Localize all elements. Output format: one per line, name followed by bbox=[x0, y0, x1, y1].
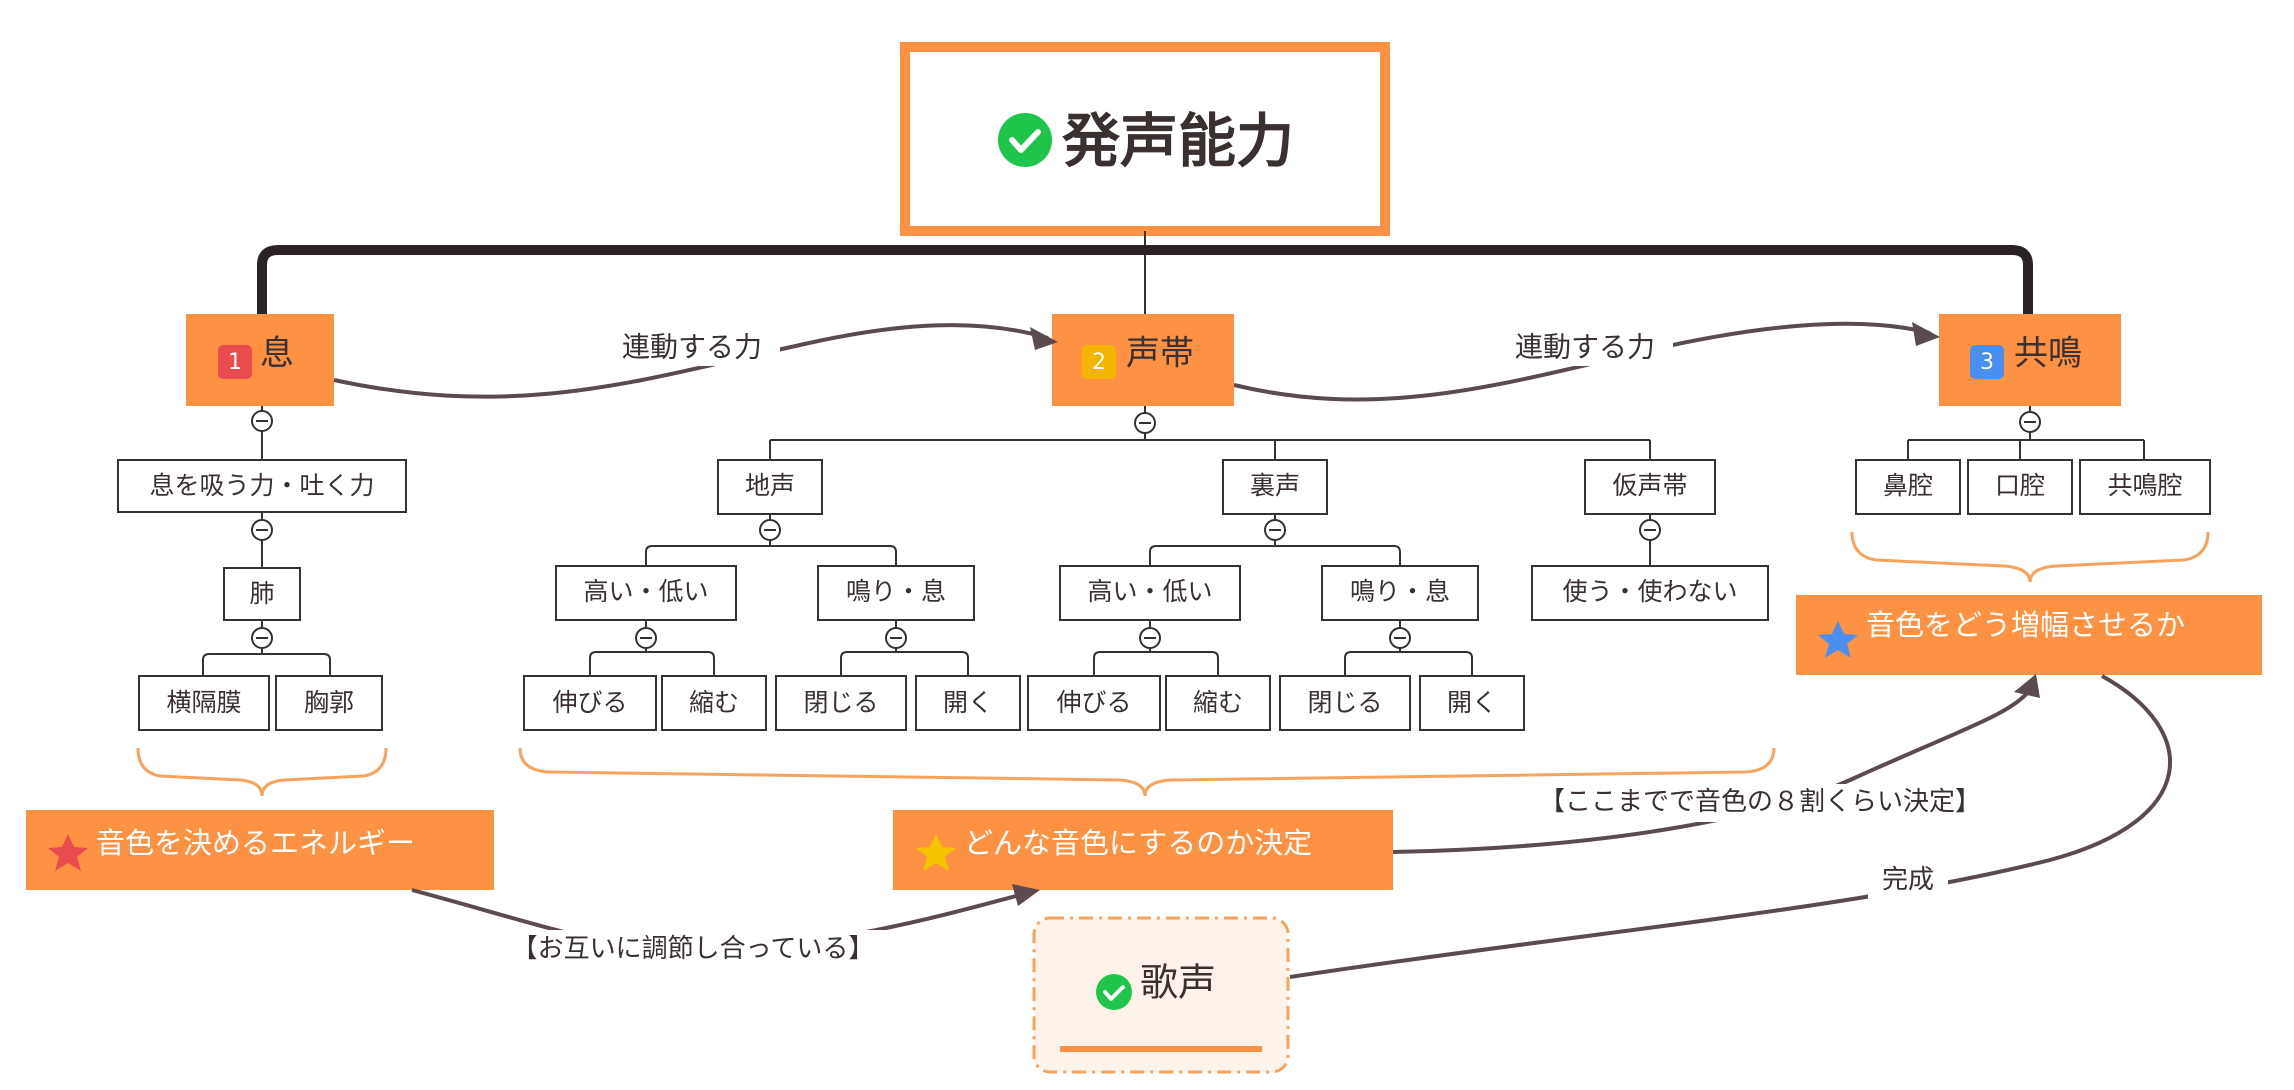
link-eighty-percent: 【ここまでで音色の８割くらい決定】 bbox=[1392, 674, 2040, 854]
badge-1-label: 1 bbox=[228, 350, 242, 375]
node-box bbox=[523, 675, 657, 731]
main-node-resonance[interactable]: 3 共鳴 bbox=[1939, 314, 2121, 406]
main-node-label: 声帯 bbox=[1126, 334, 1194, 374]
link-breath-vocal: 連動する力 bbox=[333, 323, 1058, 399]
resonance-child-label: 共鳴腔 bbox=[2107, 471, 2182, 500]
summary-label: 音色を決めるエネルギー bbox=[96, 826, 415, 860]
breath-child-label: 息を吸う力・吐く力 bbox=[149, 471, 374, 500]
badge-2-label: 2 bbox=[1092, 350, 1106, 375]
breath-grandchild-label: 肺 bbox=[249, 579, 274, 608]
main-node-label: 共鳴 bbox=[2014, 334, 2082, 374]
main-node-vocal-cords[interactable]: 2 声帯 bbox=[1052, 314, 1234, 406]
node-box bbox=[138, 675, 270, 731]
branch-label: 鳴り・息 bbox=[1350, 577, 1450, 606]
vocal-child-label: 仮声帯 bbox=[1612, 471, 1687, 500]
leaf-label: 閉じる bbox=[803, 688, 878, 717]
node-box bbox=[1222, 459, 1328, 515]
node-box bbox=[817, 565, 975, 621]
node-box bbox=[661, 675, 767, 731]
summary-node-breath[interactable]: 音色を決めるエネルギー bbox=[26, 810, 494, 890]
node-box bbox=[117, 459, 407, 513]
number-badge-2 bbox=[1082, 345, 1116, 379]
node-box bbox=[1855, 459, 1961, 515]
node-box bbox=[1165, 675, 1271, 731]
resonance-child-label: 口腔 bbox=[1995, 471, 2045, 500]
node-box bbox=[1279, 675, 1411, 731]
leaf-label: 縮む bbox=[1193, 688, 1243, 717]
summary-node-resonance[interactable]: 音色をどう増幅させるか bbox=[1796, 595, 2262, 675]
link-label: 【お互いに調節し合っている】 bbox=[512, 934, 875, 964]
link-label: 連動する力 bbox=[1515, 331, 1655, 364]
leaf-label: 胸郭 bbox=[304, 688, 354, 717]
vocal-child-label: 裏声 bbox=[1250, 471, 1300, 500]
vocal-subtree: 地声 高い・低い 鳴り・息 伸びる 縮む 閉じる 開く 裏声 高い・低い bbox=[523, 406, 1769, 731]
arrow-head-icon bbox=[2014, 674, 2040, 698]
node-box bbox=[275, 675, 383, 731]
branch-label: 高い・低い bbox=[1087, 577, 1212, 606]
summary-brace-vocal bbox=[518, 747, 1776, 797]
resonance-child-label: 鼻腔 bbox=[1883, 471, 1933, 500]
breath-subtree: 息を吸う力・吐く力 肺 横隔膜 胸郭 bbox=[117, 406, 407, 731]
number-badge-1 bbox=[218, 345, 252, 379]
vocal-child-label: 地声 bbox=[745, 471, 795, 500]
node-box bbox=[1321, 565, 1479, 621]
link-vocal-resonance: 連動する力 bbox=[1233, 321, 1940, 402]
leaf-label: 伸びる bbox=[552, 688, 627, 717]
arrow-head-icon bbox=[1030, 327, 1058, 350]
node-box bbox=[1584, 459, 1716, 515]
summary-label: どんな音色にするのか決定 bbox=[964, 826, 1312, 860]
star-icon bbox=[48, 834, 88, 871]
result-label: 歌声 bbox=[1140, 961, 1216, 1005]
leaf-label: 横隔膜 bbox=[166, 688, 241, 717]
node-box bbox=[1531, 565, 1769, 621]
resonance-subtree: 鼻腔 口腔 共鳴腔 bbox=[1855, 406, 2211, 515]
star-icon bbox=[916, 834, 956, 871]
node-box bbox=[1967, 459, 2073, 515]
root-connector bbox=[257, 231, 2033, 315]
summary-brace-resonance bbox=[1850, 531, 2210, 583]
main-node-label: 息 bbox=[260, 334, 294, 374]
node-box bbox=[717, 459, 823, 515]
link-label: 完成 bbox=[1882, 865, 1934, 895]
main-node-breath[interactable]: 1 息 bbox=[186, 314, 334, 406]
node-box bbox=[1059, 565, 1241, 621]
star-icon bbox=[1818, 621, 1858, 658]
result-underline bbox=[1060, 1046, 1262, 1052]
node-box bbox=[555, 565, 737, 621]
node-box bbox=[1027, 675, 1161, 731]
number-badge-3 bbox=[1970, 345, 2004, 379]
branch-label: 使う・使わない bbox=[1562, 577, 1737, 606]
branch-label: 高い・低い bbox=[583, 577, 708, 606]
check-circle-icon bbox=[998, 113, 1052, 167]
link-label: 連動する力 bbox=[622, 331, 762, 364]
leaf-label: 開く bbox=[943, 688, 993, 717]
badge-3-label: 3 bbox=[1980, 350, 1994, 375]
root-title: 発声能力 bbox=[1062, 107, 1294, 175]
link-complete: 完成 bbox=[1258, 674, 2172, 990]
summary-node-vocal[interactable]: どんな音色にするのか決定 bbox=[893, 810, 1393, 890]
node-box bbox=[2079, 459, 2211, 515]
arrow-head-icon bbox=[1012, 884, 1040, 906]
branch-label: 鳴り・息 bbox=[846, 577, 946, 606]
node-box bbox=[1419, 675, 1525, 731]
leaf-label: 縮む bbox=[689, 688, 739, 717]
link-label: 【ここまでで音色の８割くらい決定】 bbox=[1539, 787, 1981, 817]
link-mutual-adjustment: 【お互いに調節し合っている】 bbox=[411, 884, 1040, 968]
summary-label: 音色をどう増幅させるか bbox=[1866, 608, 2185, 642]
leaf-label: 閉じる bbox=[1307, 688, 1382, 717]
root-node[interactable]: 発声能力 bbox=[900, 42, 1390, 236]
node-box bbox=[915, 675, 1021, 731]
arrow-head-icon bbox=[1912, 322, 1940, 346]
leaf-label: 開く bbox=[1447, 688, 1497, 717]
check-circle-icon bbox=[1096, 974, 1132, 1010]
summary-brace-breath bbox=[136, 747, 388, 797]
result-node[interactable]: 歌声 bbox=[1032, 916, 1290, 1074]
node-box bbox=[775, 675, 907, 731]
leaf-label: 伸びる bbox=[1056, 688, 1131, 717]
